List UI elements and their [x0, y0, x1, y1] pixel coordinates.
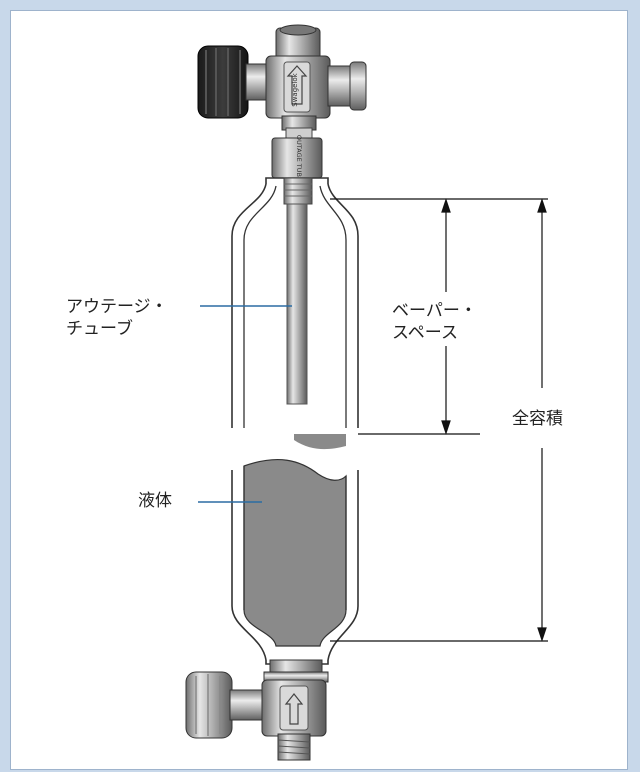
liquid-label: 液体 [138, 491, 172, 511]
outage-tube-engraving: OUTAGE TUBE [295, 135, 303, 181]
vapor-space-label-line1: ベーパー・ [392, 301, 477, 321]
liquid-surface [294, 434, 346, 450]
bottom-valve [185, 659, 329, 761]
bottom-valve-knob [185, 671, 233, 739]
cylinder-upper-shell [231, 183, 359, 428]
cylinder [231, 177, 359, 665]
cylinder-lower-shell [231, 470, 359, 661]
total-volume-label: 全容積 [512, 409, 563, 429]
vapor-space-label-line2: スペース [392, 323, 458, 343]
outage-tube [283, 177, 313, 405]
outage-tube-label-line1: アウテージ・ [66, 297, 168, 317]
liquid-fill [243, 459, 347, 647]
vapor-space-dimension [330, 198, 548, 435]
outage-tube-label-line2: チューブ [66, 319, 133, 339]
top-valve-brand: Swagelok [291, 72, 299, 106]
total-volume-dimension [330, 198, 548, 642]
top-valve: Swagelok OUTAGE TUBE [197, 24, 367, 181]
